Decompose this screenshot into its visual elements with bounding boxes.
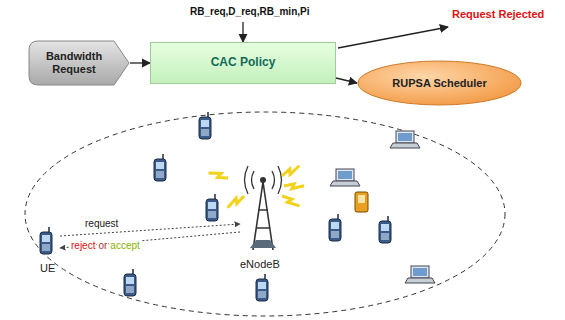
reject-label: reject: [70, 240, 96, 251]
policy-box: CAC Policy: [150, 42, 336, 84]
input-arrow: [242, 22, 243, 42]
flow-arrow: [130, 62, 150, 63]
request-tag: Bandwidth Request: [28, 40, 130, 86]
reject-arrow: [338, 27, 448, 48]
enodeb-label: eNodeB: [240, 258, 280, 270]
rejected-label: Request Rejected: [452, 8, 544, 20]
node-text: CAC Policy: [211, 56, 276, 70]
accept-label: accept: [109, 240, 140, 251]
enodeb-tower: [245, 166, 282, 250]
request-label: request: [84, 218, 119, 229]
ue-devices: [40, 112, 435, 301]
flow-arrow: [336, 78, 357, 83]
parameter-list: RB_req,D_req,RB_min,Pi: [190, 6, 309, 17]
ue-label: UE: [40, 262, 55, 274]
cell-boundary: [25, 112, 505, 316]
or-label: or: [97, 240, 108, 251]
node-text: Bandwidth Request: [38, 50, 110, 75]
scheduler-ellipse: RUPSA Scheduler: [357, 60, 522, 106]
node-text: RUPSA Scheduler: [392, 77, 486, 90]
